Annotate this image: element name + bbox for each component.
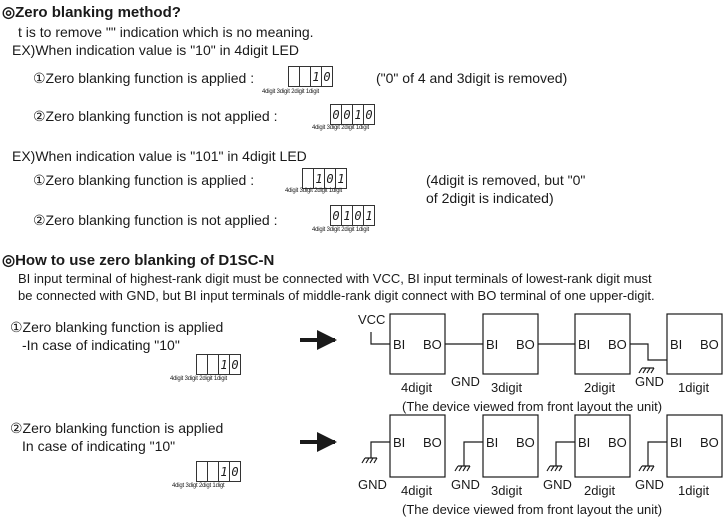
caption: (The device viewed from front layout the… [402, 502, 662, 517]
gnd-label: GND [451, 477, 480, 492]
bi-pin: BI [486, 435, 498, 450]
bo-pin: BO [608, 435, 627, 450]
bi-pin: BI [578, 435, 590, 450]
example1-applied-label: ①Zero blanking function is applied : [33, 70, 255, 86]
example1-applied-note: ("0" of 4 and 3digit is removed) [376, 70, 568, 86]
gnd-label: GND [451, 374, 480, 389]
led-digit: 0 [229, 461, 241, 482]
ic-box [482, 414, 539, 478]
section-title-how-to-use: ◎How to use zero blanking of D1SC-N [2, 252, 275, 269]
led-display-101-not-applied: 0 1 0 1 [330, 205, 375, 226]
bi-pin: BI [393, 435, 405, 450]
case2-subtitle: In case of indicating "10" [22, 438, 176, 454]
bi-pin: BI [670, 337, 682, 352]
gnd-label: GND [635, 374, 664, 389]
digit-label: 1digit [678, 483, 709, 498]
digit-labels: 4digit 3digit 2digit 1digit [170, 376, 227, 382]
digit-label: 4digit [401, 483, 432, 498]
example2-applied-label: ①Zero blanking function is applied : [33, 172, 255, 188]
paragraph-line2: be connected with GND, but BI input term… [18, 288, 655, 303]
led-display-case1: 1 0 [196, 354, 241, 375]
example2-not-applied-label: ②Zero blanking function is not applied : [33, 212, 278, 228]
intro-text: t is to remove "" indication which is no… [18, 24, 314, 40]
ic-box [389, 414, 446, 478]
digit-label: 2digit [584, 380, 615, 395]
paragraph-line1: BI input terminal of highest-rank digit … [18, 271, 652, 286]
bo-pin: BO [608, 337, 627, 352]
digit-label: 3digit [491, 380, 522, 395]
digit-label: 2digit [584, 483, 615, 498]
caption: (The device viewed from front layout the… [402, 399, 662, 414]
led-display-10-applied: 1 0 [288, 66, 333, 87]
ic-box [666, 414, 723, 478]
digit-label: 3digit [491, 483, 522, 498]
digit-labels: 4digit 3digit 2digit 1digit [262, 89, 319, 95]
example2-note-line2: of 2digit is indicated) [426, 190, 554, 206]
bo-pin: BO [700, 435, 719, 450]
case1-subtitle: -In case of indicating "10" [22, 337, 180, 353]
bi-pin: BI [393, 337, 405, 352]
ic-box [574, 414, 631, 478]
digit-labels: 4digit 3digit 2digit 1digit [312, 227, 369, 233]
digit-labels: 4digit 3digit 2digit 1digit [312, 125, 369, 131]
digit-label: 4digit [401, 380, 432, 395]
case1-title: ①Zero blanking function is applied [10, 319, 224, 335]
example1-not-applied-label: ②Zero blanking function is not applied : [33, 108, 278, 124]
bi-pin: BI [486, 337, 498, 352]
digit-label: 1digit [678, 380, 709, 395]
case2-title: ②Zero blanking function is applied [10, 420, 224, 436]
example2-note-line1: (4digit is removed, but "0" [426, 172, 586, 188]
led-digit: 1 [335, 168, 347, 189]
example1-heading: EX)When indication value is "10" in 4dig… [12, 42, 299, 58]
led-display-10-not-applied: 0 0 1 0 [330, 104, 375, 125]
led-digit: 0 [363, 104, 375, 125]
ic-box [666, 313, 723, 375]
example2-heading: EX)When indication value is "101" in 4di… [12, 148, 307, 164]
section-title-zero-blanking: ◎Zero blanking method? [2, 4, 181, 21]
led-digit: 1 [363, 205, 375, 226]
bo-pin: BO [423, 337, 442, 352]
led-display-101-applied: 1 0 1 [302, 168, 347, 189]
bi-pin: BI [578, 337, 590, 352]
led-display-case2: 1 0 [196, 461, 241, 482]
bo-pin: BO [700, 337, 719, 352]
bo-pin: BO [516, 337, 535, 352]
vcc-label: VCC [358, 312, 385, 327]
led-digit: 0 [229, 354, 241, 375]
digit-labels: 4digt 3digt 2digt 1digt [172, 483, 225, 489]
gnd-label: GND [358, 477, 387, 492]
gnd-label: GND [635, 477, 664, 492]
gnd-label: GND [543, 477, 572, 492]
bo-pin: BO [516, 435, 535, 450]
led-digit: 0 [321, 66, 333, 87]
bi-pin: BI [670, 435, 682, 450]
bo-pin: BO [423, 435, 442, 450]
digit-labels: 4digit 3digit 2digit 1digit [285, 188, 342, 194]
